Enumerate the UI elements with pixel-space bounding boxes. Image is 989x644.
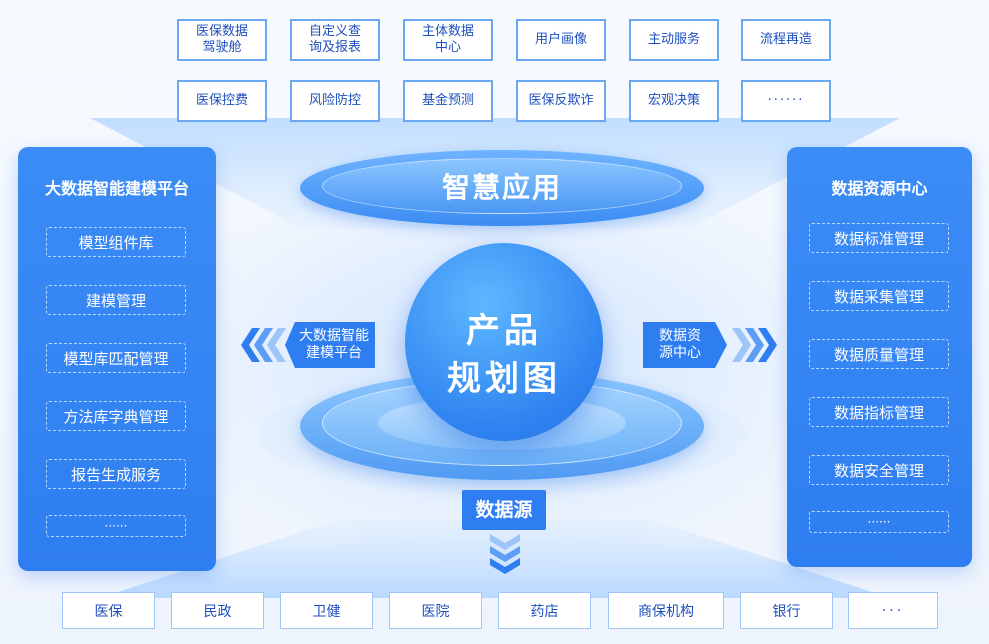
top-tile-label: 用户画像 <box>534 32 587 47</box>
bottom-tile-label: 民政 <box>203 603 232 620</box>
top-tile-user-profile[interactable]: 用户画像 <box>516 19 606 61</box>
smart-app-label[interactable]: 智慧应用 <box>441 171 562 204</box>
panel-item-label: 数据安全管理 <box>833 461 924 480</box>
right-tag-text: 数据资源中心 <box>659 328 701 362</box>
right-tag-line1: 数据资 <box>659 328 701 344</box>
top-tile-label: 主动服务 <box>647 32 700 47</box>
top-tile-macro-decision[interactable]: 宏观决策 <box>629 80 719 122</box>
panel-item-label: 数据指标管理 <box>833 403 924 422</box>
right-panel-item-data-security[interactable]: 数据安全管理 <box>809 455 949 485</box>
top-tile-more[interactable]: ······ <box>741 80 831 122</box>
right-panel-item-data-indicators[interactable]: 数据指标管理 <box>809 397 949 427</box>
panel-item-label: 数据采集管理 <box>833 287 924 306</box>
product-plan-circle[interactable] <box>405 243 603 441</box>
panel-item-label: 方法库字典管理 <box>63 407 169 426</box>
left-panel-item-modeling-mgmt[interactable]: 建模管理 <box>46 285 186 315</box>
panel-item-label: 模型组件库 <box>78 233 154 252</box>
bottom-tile-medical-insurance[interactable]: 医保 <box>62 592 155 629</box>
top-tile-risk-control[interactable]: 风险防控 <box>290 80 380 122</box>
bottom-tile-commercial-insurance[interactable]: 商保机构 <box>608 592 724 629</box>
right-tag-data-resource-center[interactable]: 数据资源中心 <box>643 322 727 368</box>
left-panel-modeling-platform: 大数据智能建模平台 模型组件库 建模管理 模型库匹配管理 方法库字典管理 报告生… <box>18 147 216 571</box>
bottom-tile-more[interactable]: ··· <box>848 592 938 629</box>
right-panel-data-resource-center: 数据资源中心 数据标准管理 数据采集管理 数据质量管理 数据指标管理 数据安全管… <box>787 147 972 567</box>
top-tile-label: 主体数据 中心 <box>421 24 474 55</box>
bottom-tile-label: 医院 <box>421 603 450 620</box>
top-tile-active-service[interactable]: 主动服务 <box>629 19 719 61</box>
left-panel-item-method-dictionary[interactable]: 方法库字典管理 <box>46 401 186 431</box>
top-tile-label: 自定义查 询及报表 <box>308 24 361 55</box>
top-tile-cost-control[interactable]: 医保控费 <box>177 80 267 122</box>
left-panel-item-model-components[interactable]: 模型组件库 <box>46 227 186 257</box>
bottom-tile-label: 医保 <box>94 603 123 620</box>
center-title-line2: 规划图 <box>447 359 561 399</box>
bottom-tile-bank[interactable]: 银行 <box>740 592 833 629</box>
smart-app-ellipse-inner <box>322 158 682 214</box>
bottom-tile-label: 卫健 <box>312 603 341 620</box>
panel-item-label: 模型库匹配管理 <box>63 349 169 368</box>
right-panel-item-more[interactable]: ······ <box>809 511 949 533</box>
data-source-tag[interactable]: 数据源 <box>462 490 546 530</box>
panel-item-label: 建模管理 <box>85 291 146 310</box>
left-tag-modeling-platform[interactable]: 大数据智能建模平台 <box>285 322 375 368</box>
bottom-tile-pharmacy[interactable]: 药店 <box>498 592 591 629</box>
top-tile-fund-forecast[interactable]: 基金预测 <box>403 80 493 122</box>
top-tile-label: 医保控费 <box>195 93 248 108</box>
bottom-tile-label: 商保机构 <box>638 603 694 620</box>
left-panel-item-report-service[interactable]: 报告生成服务 <box>46 459 186 489</box>
bottom-tile-label: ··· <box>881 602 905 619</box>
top-tile-master-data[interactable]: 主体数据 中心 <box>403 19 493 61</box>
right-panel-item-data-collection[interactable]: 数据采集管理 <box>809 281 949 311</box>
top-tile-medical-cockpit[interactable]: 医保数据 驾驶舱 <box>177 19 267 61</box>
top-tile-process-reengineering[interactable]: 流程再造 <box>741 19 831 61</box>
left-tag-text: 大数据智能建模平台 <box>299 328 369 362</box>
right-panel-title: 数据资源中心 <box>831 179 928 198</box>
bottom-tile-label: 药店 <box>530 603 559 620</box>
right-panel-item-data-standards[interactable]: 数据标准管理 <box>809 223 949 253</box>
right-tag-line2: 源中心 <box>659 345 701 361</box>
top-tile-label: 医保数据 驾驶舱 <box>195 24 248 55</box>
center-title-line1: 产品 <box>466 311 542 351</box>
bottom-tile-hospital[interactable]: 医院 <box>389 592 482 629</box>
top-tile-label: 风险防控 <box>308 93 361 108</box>
top-tile-custom-query[interactable]: 自定义查 询及报表 <box>290 19 380 61</box>
bottom-tile-health-commission[interactable]: 卫健 <box>280 592 373 629</box>
left-panel-title: 大数据智能建模平台 <box>44 179 189 198</box>
bottom-tile-label: 银行 <box>772 603 801 620</box>
chevron-down-icon <box>488 532 522 576</box>
top-tile-label: 宏观决策 <box>647 93 700 108</box>
top-tile-label: 流程再造 <box>759 32 812 47</box>
left-panel-item-model-matching[interactable]: 模型库匹配管理 <box>46 343 186 373</box>
panel-item-label: 数据标准管理 <box>833 229 924 248</box>
panel-item-label: 报告生成服务 <box>70 465 161 484</box>
left-panel-item-more[interactable]: ······ <box>46 515 186 537</box>
panel-item-label: 数据质量管理 <box>833 345 924 364</box>
panel-item-label: ······ <box>867 515 891 529</box>
top-tile-label: 基金预测 <box>421 93 474 108</box>
top-tile-label: ······ <box>767 93 805 108</box>
left-tag-line1: 大数据智能 <box>299 328 369 344</box>
top-tile-anti-fraud[interactable]: 医保反欺诈 <box>516 80 606 122</box>
top-tile-label: 医保反欺诈 <box>528 93 594 108</box>
left-tag-line2: 建模平台 <box>306 345 362 361</box>
right-panel-item-data-quality[interactable]: 数据质量管理 <box>809 339 949 369</box>
bottom-tile-civil-affairs[interactable]: 民政 <box>171 592 264 629</box>
chevron-right-icon <box>728 326 780 364</box>
panel-item-label: ······ <box>104 519 128 533</box>
chevron-left-icon <box>238 326 290 364</box>
